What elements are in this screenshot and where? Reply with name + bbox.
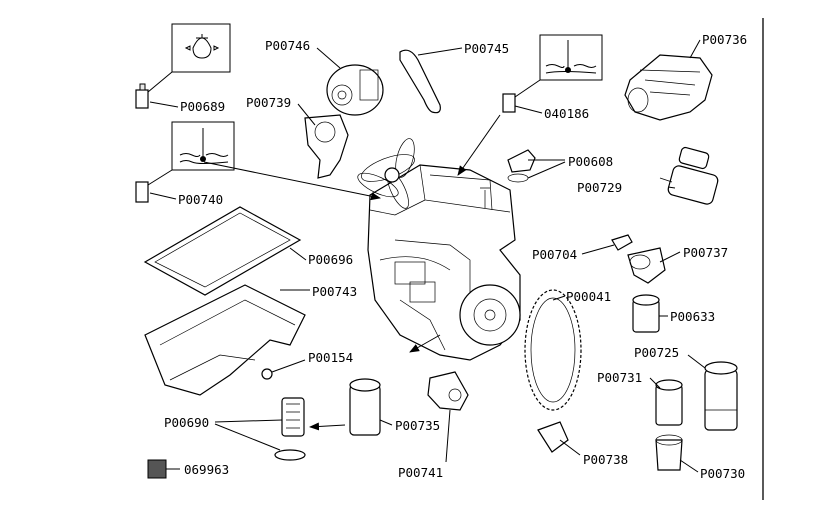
flywheel-ring-gear[interactable] — [524, 289, 582, 411]
coolant-temperature-sensor-left[interactable] — [135, 181, 149, 203]
label-p00704: P00704 — [532, 247, 577, 262]
water-outlet-elbow[interactable] — [627, 247, 666, 284]
sealant-pack[interactable] — [147, 459, 167, 479]
label-p00735: P00735 — [395, 418, 440, 433]
water-separator-bowl[interactable] — [655, 434, 683, 471]
label-p00731: P00731 — [597, 370, 642, 385]
label-p00689: P00689 — [180, 99, 225, 114]
oil-pan[interactable] — [144, 284, 306, 396]
fuel-lift-pump[interactable] — [427, 371, 469, 411]
label-p00608: P00608 — [568, 154, 613, 169]
coolant-temperature-icon — [514, 34, 603, 98]
oil-filter-o-ring[interactable] — [274, 449, 306, 461]
coolant-temperature-icon — [147, 121, 235, 186]
oil-filter[interactable] — [281, 397, 305, 437]
label-p00633: P00633 — [670, 309, 715, 324]
coolant-temperature-sensor-right[interactable] — [502, 93, 516, 113]
label-040186: 040186 — [544, 106, 589, 121]
label-069963: 069963 — [184, 462, 229, 477]
label-p00740: P00740 — [178, 192, 223, 207]
label-p00154: P00154 — [308, 350, 353, 365]
label-p00739: P00739 — [246, 95, 291, 110]
water-outlet-connector[interactable] — [611, 234, 633, 251]
engine-block[interactable] — [355, 137, 521, 361]
alternator[interactable] — [326, 64, 384, 116]
drive-belt[interactable] — [399, 49, 441, 114]
label-p00746: P00746 — [265, 38, 310, 53]
label-p00738: P00738 — [583, 452, 628, 467]
label-p00690: P00690 — [164, 415, 209, 430]
fuel-filter-assembly[interactable] — [704, 361, 738, 431]
label-p00737: P00737 — [683, 245, 728, 260]
hose-elbow[interactable] — [537, 421, 569, 453]
fuel-filter-cartridge[interactable] — [655, 379, 683, 426]
label-p00741: P00741 — [398, 465, 443, 480]
drain-plug[interactable] — [261, 368, 273, 380]
fuel-filter-element[interactable] — [632, 294, 660, 333]
water-pump[interactable] — [304, 114, 349, 179]
fuel-injection-pump[interactable] — [624, 54, 713, 121]
label-p00743: P00743 — [312, 284, 357, 299]
label-p00725: P00725 — [634, 345, 679, 360]
label-p00041: P00041 — [566, 289, 611, 304]
label-p00745: P00745 — [464, 41, 509, 56]
label-p00696: P00696 — [308, 252, 353, 267]
oil-filter-housing[interactable] — [349, 378, 381, 436]
label-p00736: P00736 — [702, 32, 747, 47]
label-p00730: P00730 — [700, 466, 745, 481]
label-p00729: P00729 — [577, 180, 622, 195]
oil-pressure-sensor[interactable] — [135, 83, 149, 109]
oil-pressure-icon — [147, 23, 231, 93]
starter-motor[interactable] — [659, 146, 719, 206]
oil-pan-gasket[interactable] — [143, 206, 302, 296]
